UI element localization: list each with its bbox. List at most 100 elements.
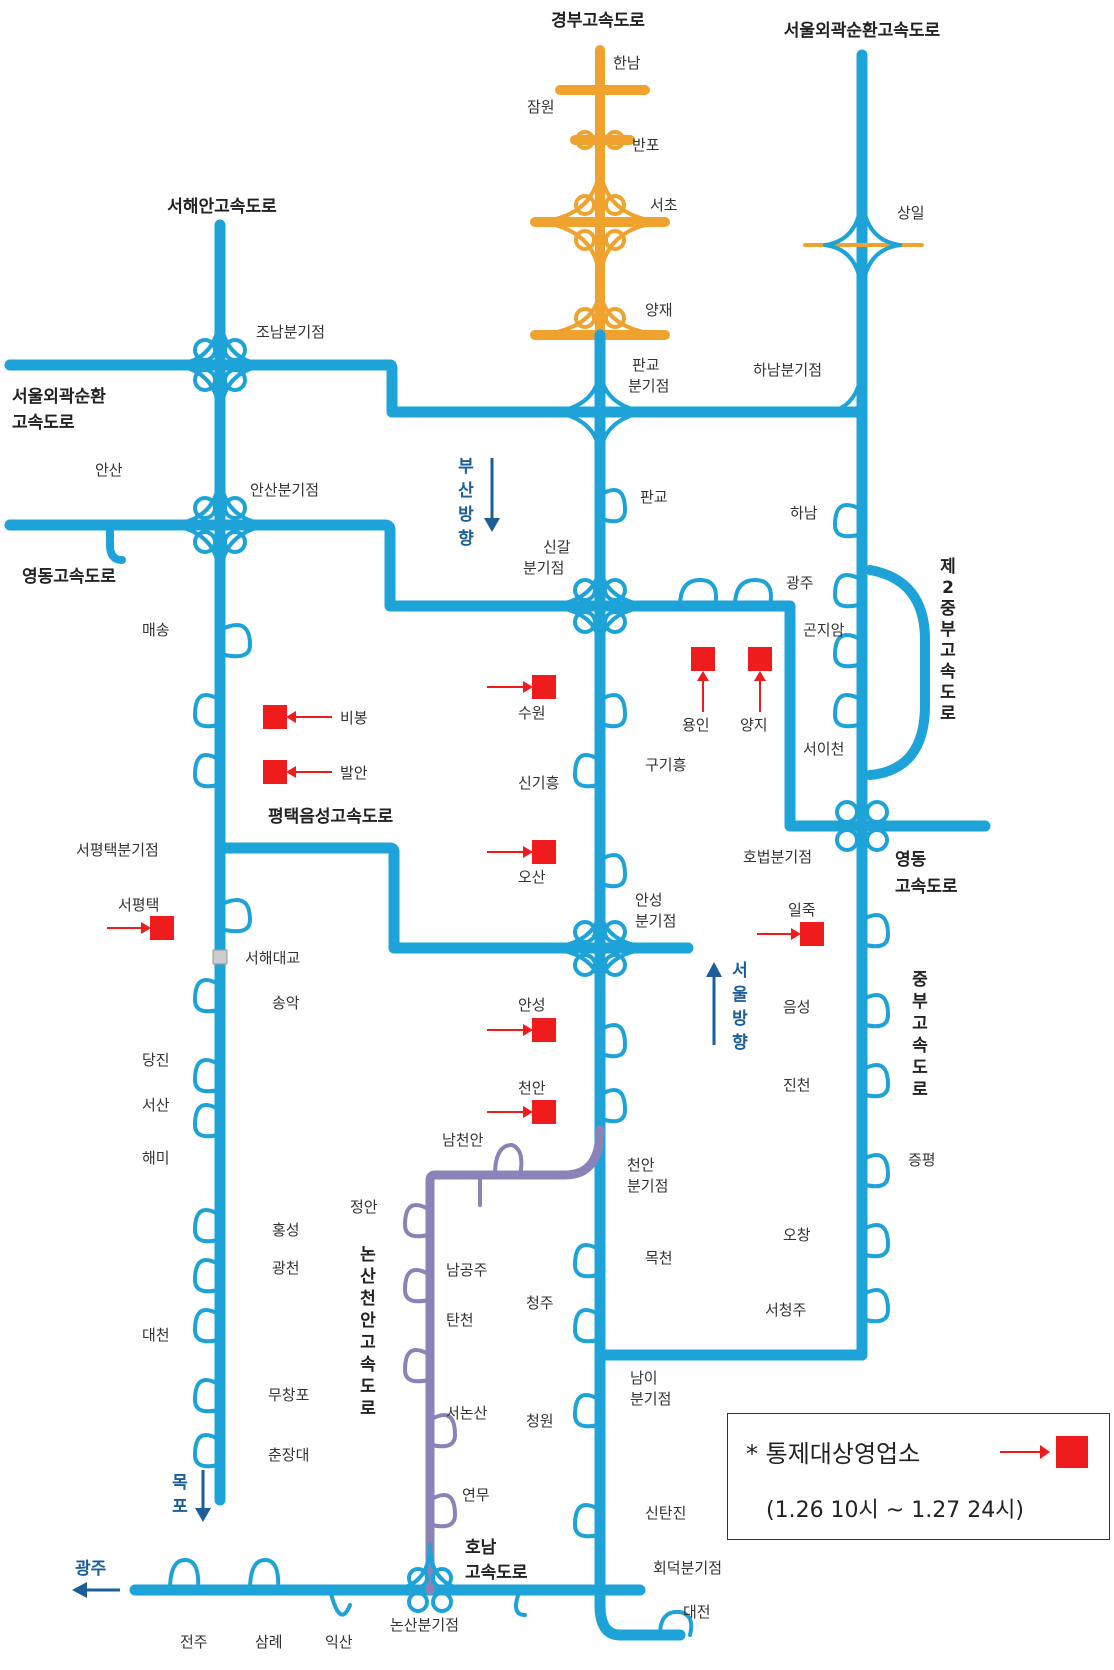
place-suwon: 수원	[518, 704, 546, 722]
jungbu2-col-char: 부	[940, 620, 956, 640]
place-singal-2: 분기점	[523, 559, 564, 577]
place-seocheongju: 서청주	[765, 1301, 806, 1319]
place-jeonju: 전주	[180, 1633, 208, 1651]
place-mokcheon: 목천	[645, 1249, 673, 1267]
place-jamwon: 잠원	[527, 98, 555, 116]
place-bibong: 비봉	[340, 709, 368, 727]
place-yangjae: 양재	[645, 301, 673, 319]
place-jeongan: 정안	[350, 1198, 378, 1216]
place-hanam: 하남	[790, 504, 818, 522]
legend-arrow-head	[1040, 1445, 1050, 1459]
place-cheonan-jc-2: 분기점	[627, 1177, 668, 1195]
control-marker-yongin	[691, 647, 715, 671]
label-pyeongtaek-eumseong: 평택음성고속도로	[268, 807, 393, 827]
nonsan-col-char: 안	[360, 1311, 376, 1331]
place-hobeop-jc: 호법분기점	[743, 848, 812, 866]
place-seohae-bridge: 서해대교	[245, 949, 300, 967]
label-seoul-ring-top: 서울외곽순환고속도로	[784, 21, 941, 41]
jungbu2-col-char: 도	[940, 683, 956, 703]
legend-title: * 통제대상영업소	[746, 1440, 921, 1468]
place-sangil: 상일	[897, 204, 925, 222]
jungbu2-col-char: 중	[940, 599, 956, 619]
jungbu2-col-char: 2	[942, 578, 954, 598]
jungbu-col-char: 중	[912, 970, 928, 990]
label-honam-2: 고속도로	[465, 1563, 528, 1583]
nonsan-col-char: 천	[360, 1289, 376, 1309]
place-pangyo: 판교	[640, 488, 668, 506]
control-marker-osan	[532, 840, 556, 864]
place-nonsan-jc: 논산분기점	[390, 1616, 459, 1634]
nonsan-loops	[403, 1143, 524, 1529]
place-gwangju: 광주	[786, 574, 814, 592]
jungbu2-col-char: 로	[940, 704, 956, 724]
place-pangyo-jc-1: 판교	[632, 356, 660, 374]
place-songak: 송악	[272, 994, 300, 1012]
place-jincheon: 진천	[783, 1076, 811, 1094]
nonsan-col-char: 속	[360, 1355, 376, 1375]
place-maesong: 매송	[142, 621, 170, 639]
control-marker-iljuk	[800, 922, 824, 946]
direction-arrows	[72, 458, 722, 1598]
control-marker-anseong	[532, 1018, 556, 1042]
nonsan-col-char: 논	[360, 1245, 376, 1265]
label-seohaean: 서해안고속도로	[167, 197, 277, 217]
seohae-bridge-marker	[212, 949, 228, 965]
place-singiheung: 신기흥	[518, 774, 559, 792]
place-seocho: 서초	[650, 196, 678, 214]
control-markers	[107, 647, 824, 1124]
legend-arrow-line	[1000, 1451, 1046, 1453]
place-ochang: 오창	[783, 1226, 811, 1244]
place-hannam: 한남	[613, 54, 641, 72]
label-seoul-ring-left-1: 서울외곽순환	[12, 387, 106, 407]
place-gonjiam: 곤지암	[803, 621, 845, 639]
nonsan-col-char: 로	[360, 1399, 376, 1419]
mokpo-col-char: 포	[172, 1497, 188, 1517]
place-yangji: 양지	[740, 716, 768, 734]
highway-lines	[4, 45, 991, 1641]
nonsan-col-char: 산	[360, 1267, 376, 1287]
nonsan-col-char: 고	[360, 1333, 376, 1353]
place-iksan: 익산	[325, 1633, 353, 1651]
busan-col-char: 산	[458, 481, 474, 501]
seoul-col-char: 울	[732, 985, 748, 1005]
place-hongseong: 홍성	[272, 1221, 300, 1239]
place-seopyeongtaek: 서평택	[118, 896, 159, 914]
place-hoedeok-jc: 회덕분기점	[653, 1559, 722, 1577]
place-anseong-jc-2: 분기점	[635, 912, 676, 930]
place-gugiheung: 구기흥	[645, 756, 686, 774]
label-yeongdong-right-2: 고속도로	[895, 877, 958, 897]
place-labels: 한남 잠원 반포 서초 양재 판교 분기점 판교 신갈 분기점 수원 신기흥 구…	[76, 54, 936, 1651]
label-mokpo-direction: 목포	[172, 1473, 188, 1517]
interchange-loops	[168, 488, 890, 1637]
place-seoicheon: 서이천	[803, 740, 844, 758]
place-tancheon: 탄천	[446, 1311, 474, 1329]
place-samrye: 삼례	[255, 1633, 283, 1651]
place-seopyeongtaek-jc: 서평택분기점	[76, 841, 159, 859]
busan-col-char: 부	[458, 457, 474, 477]
legend-period: (1.26 10시 ~ 1.27 24시)	[766, 1498, 1025, 1523]
place-daecheon: 대천	[142, 1326, 170, 1344]
place-hanam-jc: 하남분기점	[753, 361, 822, 379]
busan-col-char: 방	[458, 505, 474, 525]
jungbu2-col-char: 제	[940, 557, 956, 577]
jungbu-col-char: 도	[912, 1058, 928, 1078]
nonsan-col-char: 도	[360, 1377, 376, 1397]
control-marker-seopyeongtaek	[150, 916, 174, 940]
place-yongin: 용인	[682, 716, 710, 734]
label-honam-1: 호남	[465, 1538, 497, 1558]
place-nami-jc-1: 남이	[630, 1369, 658, 1387]
place-cheonan-jc-1: 천안	[627, 1156, 655, 1174]
place-sintanjin: 신탄진	[645, 1504, 686, 1522]
place-cheongju: 청주	[526, 1294, 554, 1312]
place-dangjin: 당진	[142, 1051, 170, 1069]
label-yeongdong-left: 영동고속도로	[22, 567, 116, 587]
label-gwangju-direction: 광주	[75, 1559, 107, 1579]
place-chunjangdae: 춘장대	[268, 1446, 309, 1464]
highway-labels: 경부고속도로 서울외곽순환고속도로 서해안고속도로 서울외곽순환 고속도로 영동…	[12, 11, 958, 1583]
seoul-col-char: 향	[732, 1032, 748, 1053]
